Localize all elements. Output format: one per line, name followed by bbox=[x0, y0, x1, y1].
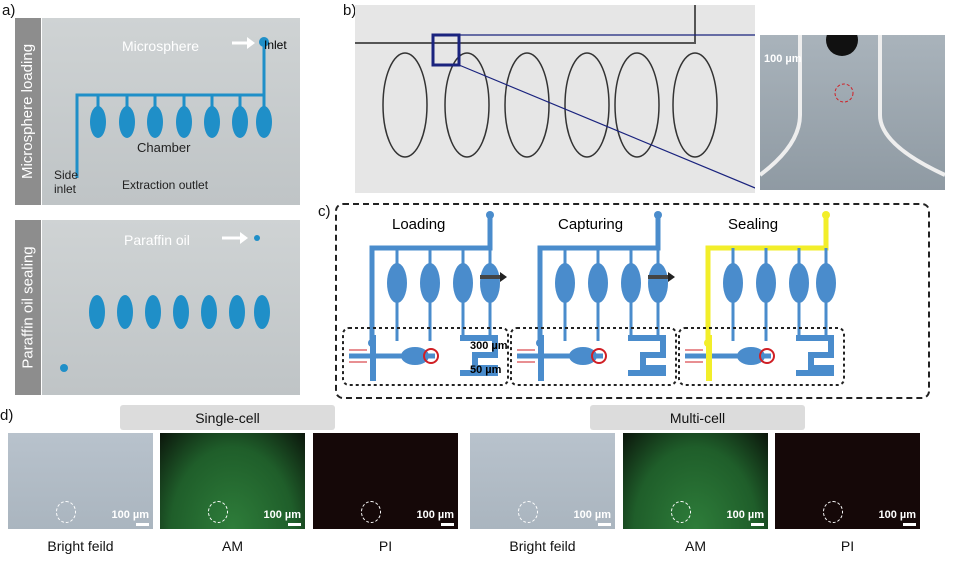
inset-scale-bar: 100 µm bbox=[764, 53, 802, 65]
stage-sealing-title: Sealing bbox=[728, 216, 779, 233]
chip-channels-loading bbox=[75, 37, 272, 178]
chip-chambers-sealed bbox=[60, 232, 270, 372]
inset-micrograph: 100 µm bbox=[758, 24, 946, 190]
scale-bar bbox=[598, 523, 611, 526]
stage-1-channels bbox=[510, 211, 677, 386]
stage-loading-title: Loading bbox=[392, 216, 446, 233]
image-caption: Bright feild bbox=[47, 538, 114, 554]
chamber-array-drawing bbox=[355, 5, 761, 191]
image-caption: PI bbox=[840, 538, 855, 554]
extraction-outlet-text: Extraction outlet bbox=[122, 178, 209, 192]
micrograph-red: 100 µm bbox=[313, 433, 458, 529]
scale-bar bbox=[136, 523, 149, 526]
dimension-300um: 300 µm bbox=[470, 340, 508, 352]
scale-bar-label: 100 µm bbox=[726, 509, 764, 521]
chip-photo-sealing: Paraffin oil bbox=[42, 220, 300, 395]
panel-a-label: a) bbox=[2, 2, 16, 19]
chip-photo-loading: Microsphere Inlet Chamber Side inlet Ext… bbox=[42, 18, 300, 205]
stage-capturing-title: Capturing bbox=[558, 216, 624, 233]
cell-highlight-circle bbox=[823, 501, 843, 523]
micrograph-green: 100 µm bbox=[160, 433, 305, 529]
scale-bar bbox=[751, 523, 764, 526]
cell-highlight-circle bbox=[208, 501, 228, 523]
paraffin-oil-sealing-label: Paraffin oil sealing bbox=[15, 220, 41, 395]
workflow-box bbox=[335, 203, 930, 399]
panel-c-label: c) bbox=[318, 203, 331, 220]
cell-highlight-circle bbox=[518, 501, 538, 523]
panel-d-label: d) bbox=[0, 407, 14, 424]
panel-b-label: b) bbox=[343, 2, 357, 19]
single-cell-header: Single-cell bbox=[120, 405, 335, 430]
chamber-array-micrograph bbox=[355, 5, 761, 193]
cell-highlight-circle bbox=[56, 501, 76, 523]
cell-highlight-circle bbox=[671, 501, 691, 523]
image-caption: Bright feild bbox=[509, 538, 576, 554]
multi-cell-header: Multi-cell bbox=[590, 405, 805, 430]
micrograph-bright: 100 µm bbox=[470, 433, 615, 529]
inlet-text: Inlet bbox=[264, 38, 287, 52]
micrograph-green: 100 µm bbox=[623, 433, 768, 529]
loading-schematic bbox=[342, 211, 845, 386]
scale-bar-label: 100 µm bbox=[416, 509, 454, 521]
scale-bar bbox=[441, 523, 454, 526]
image-caption: AM bbox=[685, 538, 706, 554]
cell-highlight-circle bbox=[361, 501, 381, 523]
stage-0-channels bbox=[342, 211, 509, 386]
scale-bar-label: 100 µm bbox=[878, 509, 916, 521]
micrograph-red: 100 µm bbox=[775, 433, 920, 529]
scale-bar bbox=[288, 523, 301, 526]
image-caption: PI bbox=[378, 538, 393, 554]
microsphere-loading-label: Microsphere loading bbox=[15, 18, 41, 205]
microsphere-text: Microsphere bbox=[122, 38, 200, 54]
stage-2-channels bbox=[678, 211, 845, 386]
scale-bar-label: 100 µm bbox=[263, 509, 301, 521]
micrograph-bright: 100 µm bbox=[8, 433, 153, 529]
scale-bar bbox=[903, 523, 916, 526]
side-inlet-text: Side inlet bbox=[54, 168, 79, 196]
workflow-diagram bbox=[342, 211, 845, 386]
image-caption: AM bbox=[222, 538, 243, 554]
dimension-50um: 50 µm bbox=[470, 364, 502, 376]
paraffin-oil-text: Paraffin oil bbox=[124, 232, 190, 248]
scale-bar-label: 100 µm bbox=[573, 509, 611, 521]
scale-bar-label: 100 µm bbox=[111, 509, 149, 521]
chamber-text: Chamber bbox=[137, 140, 191, 155]
